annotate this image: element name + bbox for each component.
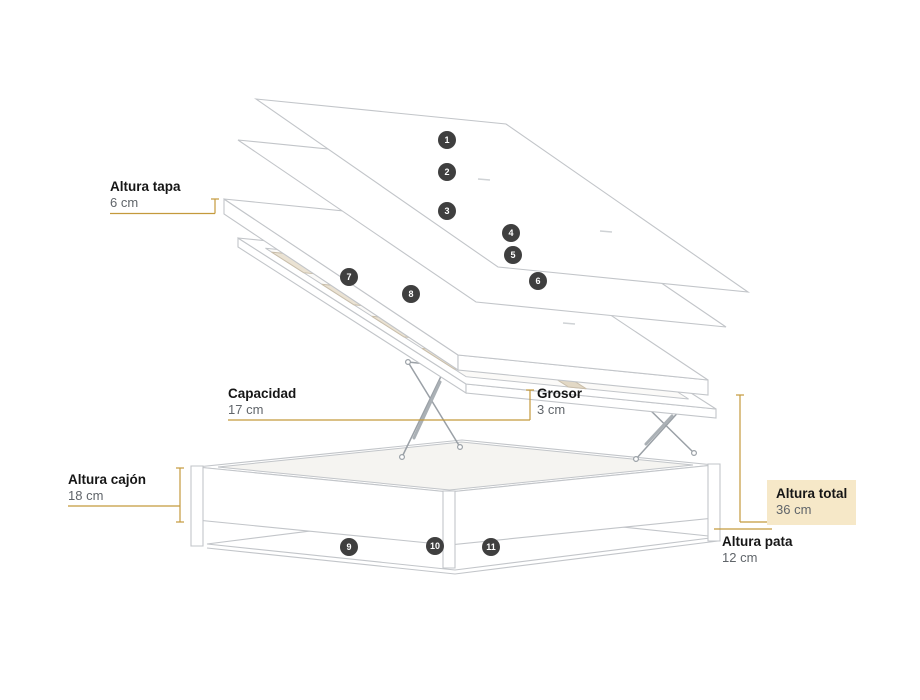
part-badge-5: 5 xyxy=(504,246,522,264)
altura-tapa-value: 6 cm xyxy=(110,195,139,210)
part-badge-10: 10 xyxy=(426,537,444,555)
altura-pata-title: Altura pata xyxy=(722,534,793,549)
altura-tapa-title: Altura tapa xyxy=(110,179,181,194)
altura-total-value: 36 cm xyxy=(776,502,812,517)
altura-cajon-title: Altura cajón xyxy=(68,472,147,487)
box-leg-front xyxy=(442,490,456,569)
label-altura-cajon: Altura cajón 18 cm xyxy=(68,472,146,504)
storage-box xyxy=(190,439,721,569)
box-leg-left xyxy=(190,465,204,547)
capacidad-title: Capacidad xyxy=(228,386,297,401)
altura-cajon-value: 18 cm xyxy=(68,488,104,503)
part-badge-2: 2 xyxy=(438,163,456,181)
label-altura-total: Altura total 36 cm xyxy=(767,480,857,525)
label-altura-pata: Altura pata 12 cm xyxy=(722,534,793,566)
grosor-value: 3 cm xyxy=(537,402,566,417)
part-badge-1: 1 xyxy=(438,131,456,149)
label-grosor: Grosor 3 cm xyxy=(537,386,582,418)
part-badge-9: 9 xyxy=(340,538,358,556)
part-badge-3: 3 xyxy=(438,202,456,220)
label-altura-tapa: Altura tapa 6 cm xyxy=(110,179,181,211)
dimension-lines xyxy=(68,198,772,530)
part-badge-11: 11 xyxy=(482,538,500,556)
grosor-title: Grosor xyxy=(537,386,583,401)
altura-total-title: Altura total xyxy=(776,486,848,501)
part-badge-6: 6 xyxy=(529,272,547,290)
part-badge-7: 7 xyxy=(340,268,358,286)
box-leg-right xyxy=(707,463,721,542)
label-capacidad: Capacidad 17 cm xyxy=(228,386,296,418)
part-badge-4: 4 xyxy=(502,224,520,242)
part-badge-8: 8 xyxy=(402,285,420,303)
altura-pata-value: 12 cm xyxy=(722,550,758,565)
lift-mechanism-left xyxy=(399,359,464,461)
capacidad-value: 17 cm xyxy=(228,402,264,417)
lid-panel-1 xyxy=(253,98,751,293)
